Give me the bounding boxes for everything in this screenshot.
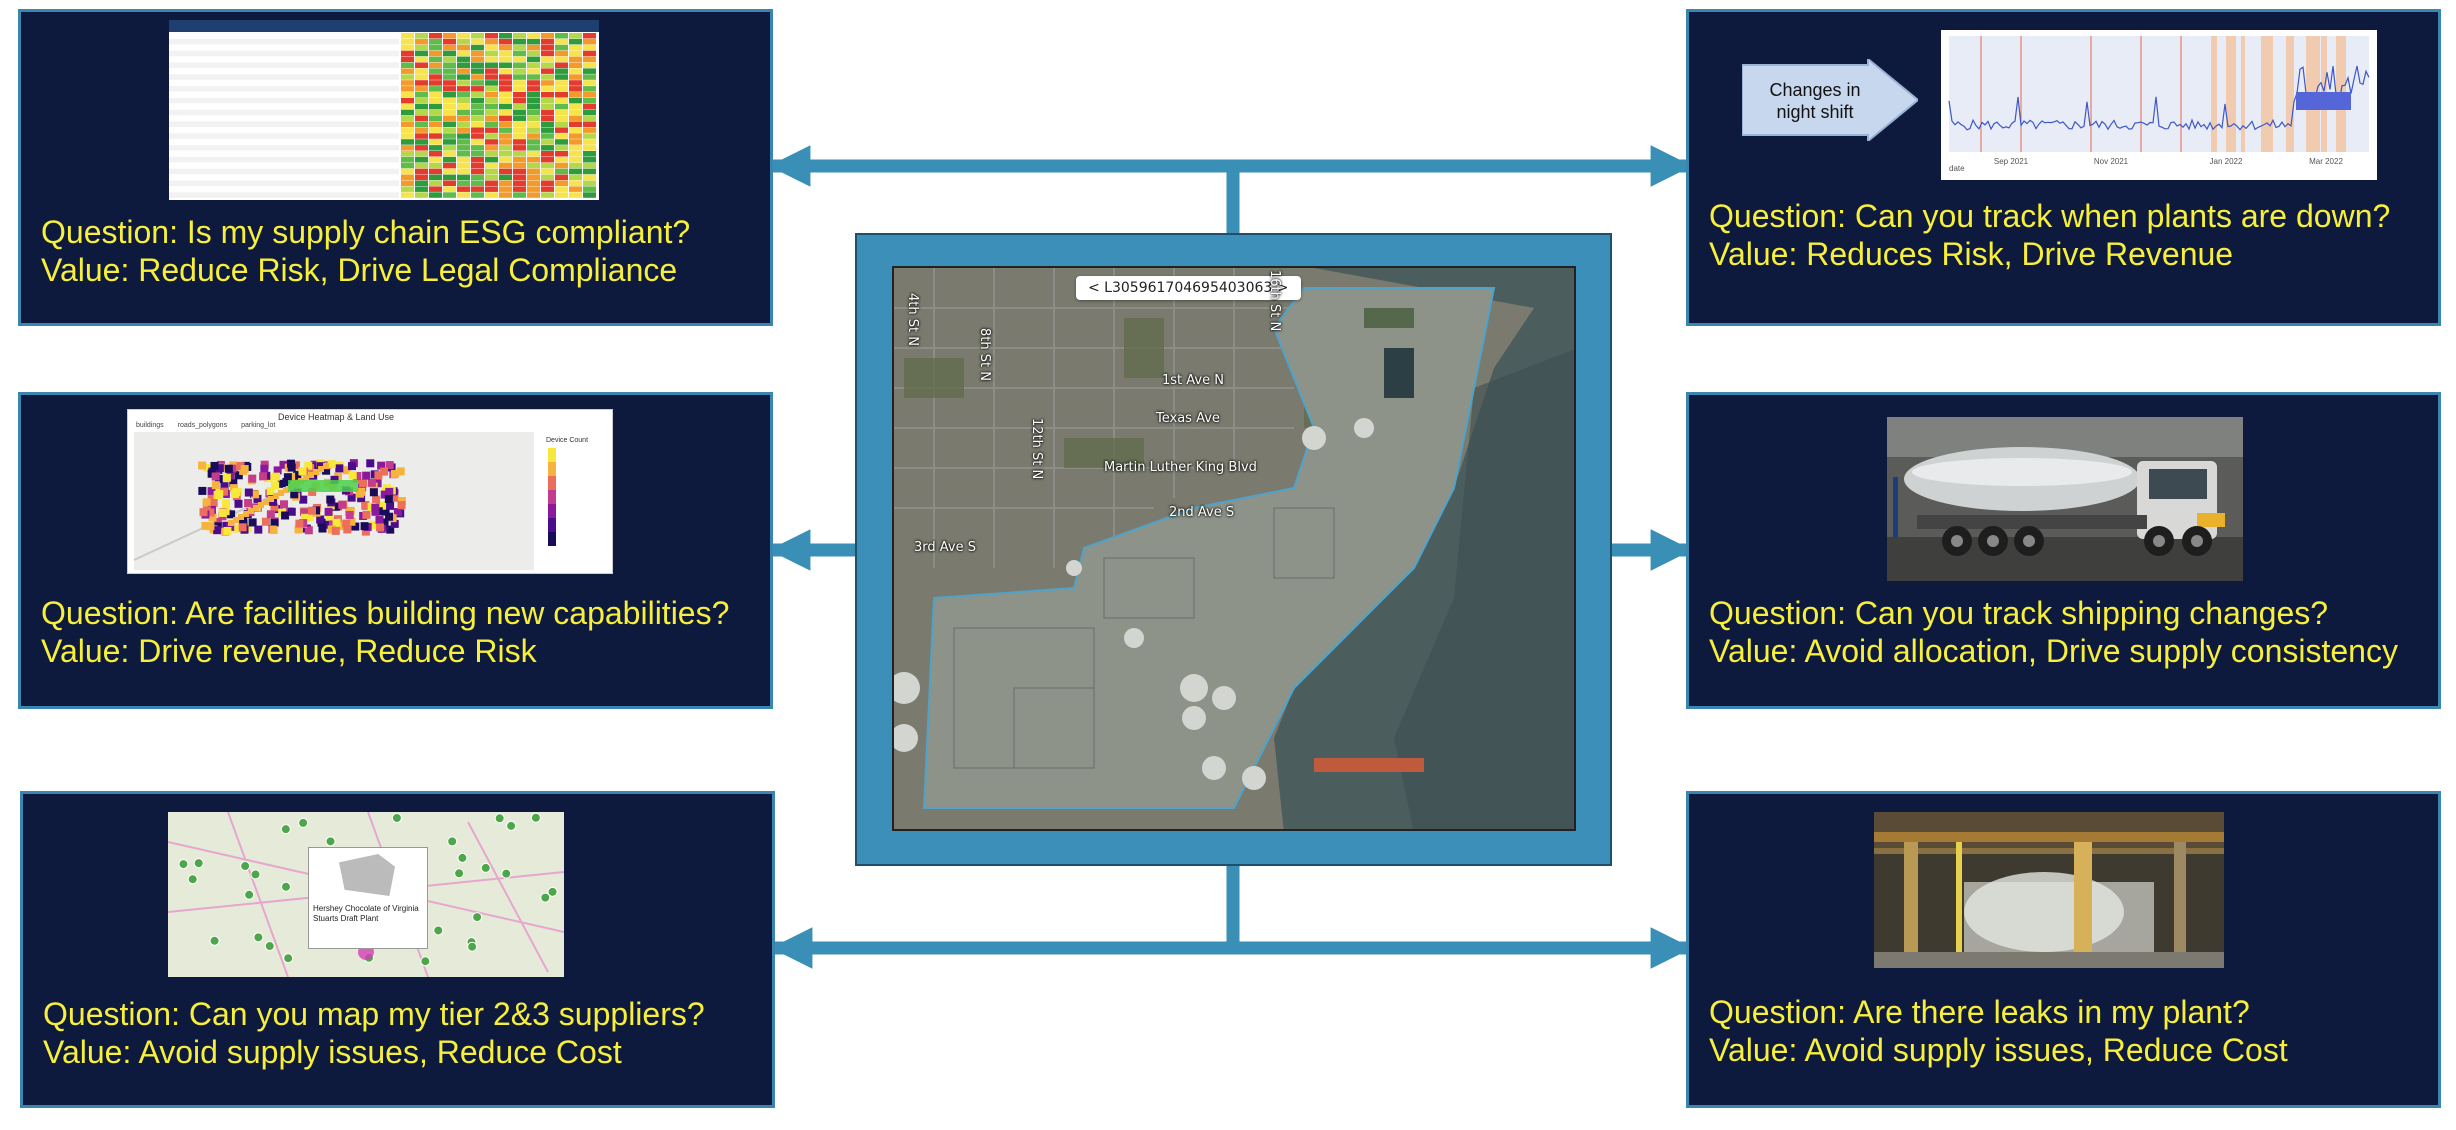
- street-label: 3rd Ave S: [914, 540, 976, 555]
- panel-question: Question: Can you track when plants are …: [1709, 198, 2391, 234]
- ts-tick-label: Nov 2021: [2094, 157, 2129, 166]
- callout-text: Changes in night shift: [1769, 80, 1861, 122]
- ts-tick-label: Mar 2022: [2309, 157, 2343, 166]
- legend-item: parking_lot: [241, 422, 276, 429]
- street-label: Martin Luther King Blvd: [1104, 460, 1257, 475]
- ts-tick-label: Jan 2022: [2210, 157, 2243, 166]
- panel-value: Value: Avoid allocation, Drive supply co…: [1709, 633, 2398, 669]
- panel-plant-leaks: Question: Are there leaks in my plant? V…: [1686, 791, 2441, 1108]
- legend-item: buildings: [136, 422, 164, 429]
- night-shift-callout: Changes in night shift: [1742, 59, 1918, 141]
- heatmap-title: Device Heatmap & Land Use: [278, 412, 395, 422]
- panel-question: Question: Can you map my tier 2&3 suppli…: [43, 996, 705, 1032]
- street-label: 8th St N: [977, 328, 992, 381]
- ts-tick-label: Sep 2021: [1994, 157, 2029, 166]
- panel-value: Value: Avoid supply issues, Reduce Cost: [1709, 1032, 2288, 1068]
- panel-question: Question: Can you track shipping changes…: [1709, 595, 2329, 631]
- satellite-map[interactable]: < L305961704695403063 > 1st Ave N Texas …: [892, 266, 1576, 831]
- street-label: 4th St N: [905, 293, 920, 346]
- panel-value: Value: Reduces Risk, Drive Revenue: [1709, 236, 2234, 272]
- device-heatmap-thumbnail: Device Heatmap & Land Use buildings road…: [127, 409, 613, 574]
- heatmap-legend: buildings roads_polygons parking_lot: [136, 422, 275, 429]
- night-shift-timeseries-thumbnail: Sep 2021 Nov 2021 Jan 2022 Mar 2022 date: [1941, 30, 2377, 180]
- panel-question: Question: Are facilities building new ca…: [41, 595, 730, 631]
- colorbar-title: Device Count: [546, 437, 589, 444]
- panel-facility-capabilities: Device Heatmap & Land Use buildings road…: [18, 392, 773, 709]
- panel-shipping-changes: Question: Can you track shipping changes…: [1686, 392, 2441, 709]
- plant-leak-photo: [1874, 812, 2224, 968]
- map-id-badge[interactable]: < L305961704695403063 >: [1076, 276, 1301, 300]
- street-label: 2nd Ave S: [1169, 505, 1235, 520]
- supplier-popup: Hershey Chocolate of Virginia Stuarts Dr…: [308, 847, 428, 949]
- legend-item: roads_polygons: [177, 422, 228, 429]
- street-label: 12th St N: [1029, 418, 1044, 480]
- panel-value: Value: Avoid supply issues, Reduce Cost: [43, 1034, 622, 1070]
- esg-heat-table-thumbnail: [169, 20, 599, 200]
- panel-esg-compliance: Question: Is my supply chain ESG complia…: [18, 9, 773, 326]
- street-label: Texas Ave: [1156, 411, 1220, 426]
- street-label: 16th St N: [1267, 270, 1282, 332]
- tanker-truck-photo: [1887, 417, 2243, 581]
- panel-supplier-mapping: Hershey Chocolate of Virginia Stuarts Dr…: [20, 791, 775, 1108]
- panel-question: Question: Are there leaks in my plant?: [1709, 994, 2250, 1030]
- supplier-popup-label: Hershey Chocolate of Virginia Stuarts Dr…: [313, 904, 419, 923]
- street-label: 1st Ave N: [1162, 373, 1224, 388]
- panel-value: Value: Drive revenue, Reduce Risk: [41, 633, 537, 669]
- supplier-map-thumbnail: Hershey Chocolate of Virginia Stuarts Dr…: [168, 812, 564, 977]
- state-outline-icon: [339, 854, 395, 896]
- panel-value: Value: Reduce Risk, Drive Legal Complian…: [41, 252, 678, 288]
- panel-plant-downtime: Sep 2021 Nov 2021 Jan 2022 Mar 2022 date Qu…: [1686, 9, 2441, 326]
- center-satellite-frame: < L305961704695403063 > 1st Ave N Texas …: [855, 233, 1612, 866]
- panel-question: Question: Is my supply chain ESG complia…: [41, 214, 691, 250]
- ts-xlabel: date: [1949, 164, 1965, 173]
